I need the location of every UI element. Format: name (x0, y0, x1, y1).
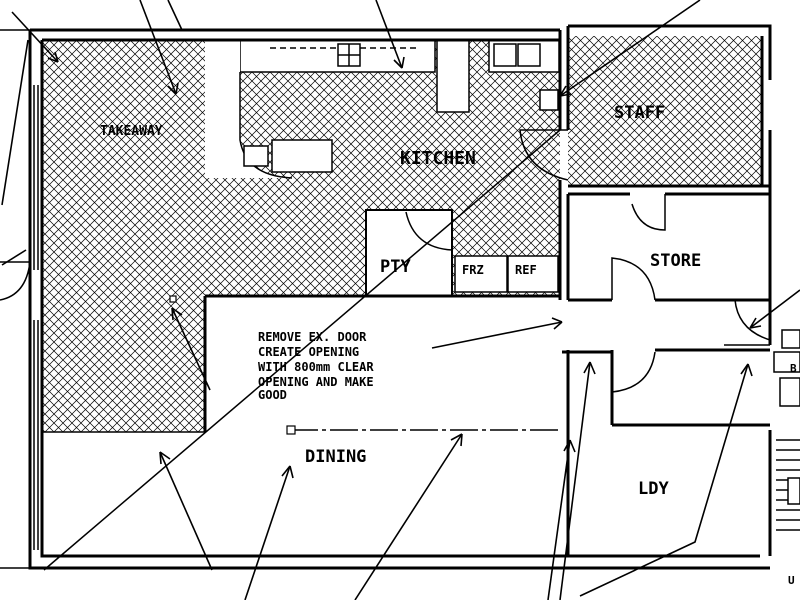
door-note-line-5: GOOD (258, 388, 287, 402)
pantry-label: PTY (380, 257, 411, 277)
door-note-line-3: WITH 800mm CLEAR (258, 360, 374, 374)
staff-floor (568, 36, 762, 186)
store-label: STORE (650, 251, 701, 271)
door-note-line-1: REMOVE EX. DOOR (258, 330, 367, 344)
door-note-line-4: OPENING AND MAKE (258, 375, 374, 389)
laundry-label: LDY (638, 479, 669, 499)
kitchen-floor (205, 40, 560, 296)
door-note: REMOVE EX. DOOR CREATE OPENING WITH 800m… (258, 330, 374, 402)
takeaway-label: TAKEAWAY (100, 124, 163, 139)
edge-text-top: B (790, 362, 797, 375)
staff-label: STAFF (614, 103, 665, 123)
freezer-label: FRZ (462, 263, 484, 277)
dining-label: DINING (305, 447, 366, 467)
refrigerator-label: REF (515, 263, 537, 277)
kitchen-label: KITCHEN (400, 148, 476, 169)
door-note-line-2: CREATE OPENING (258, 345, 359, 359)
takeaway-floor (42, 40, 205, 432)
edge-text-bottom: U (788, 574, 795, 587)
